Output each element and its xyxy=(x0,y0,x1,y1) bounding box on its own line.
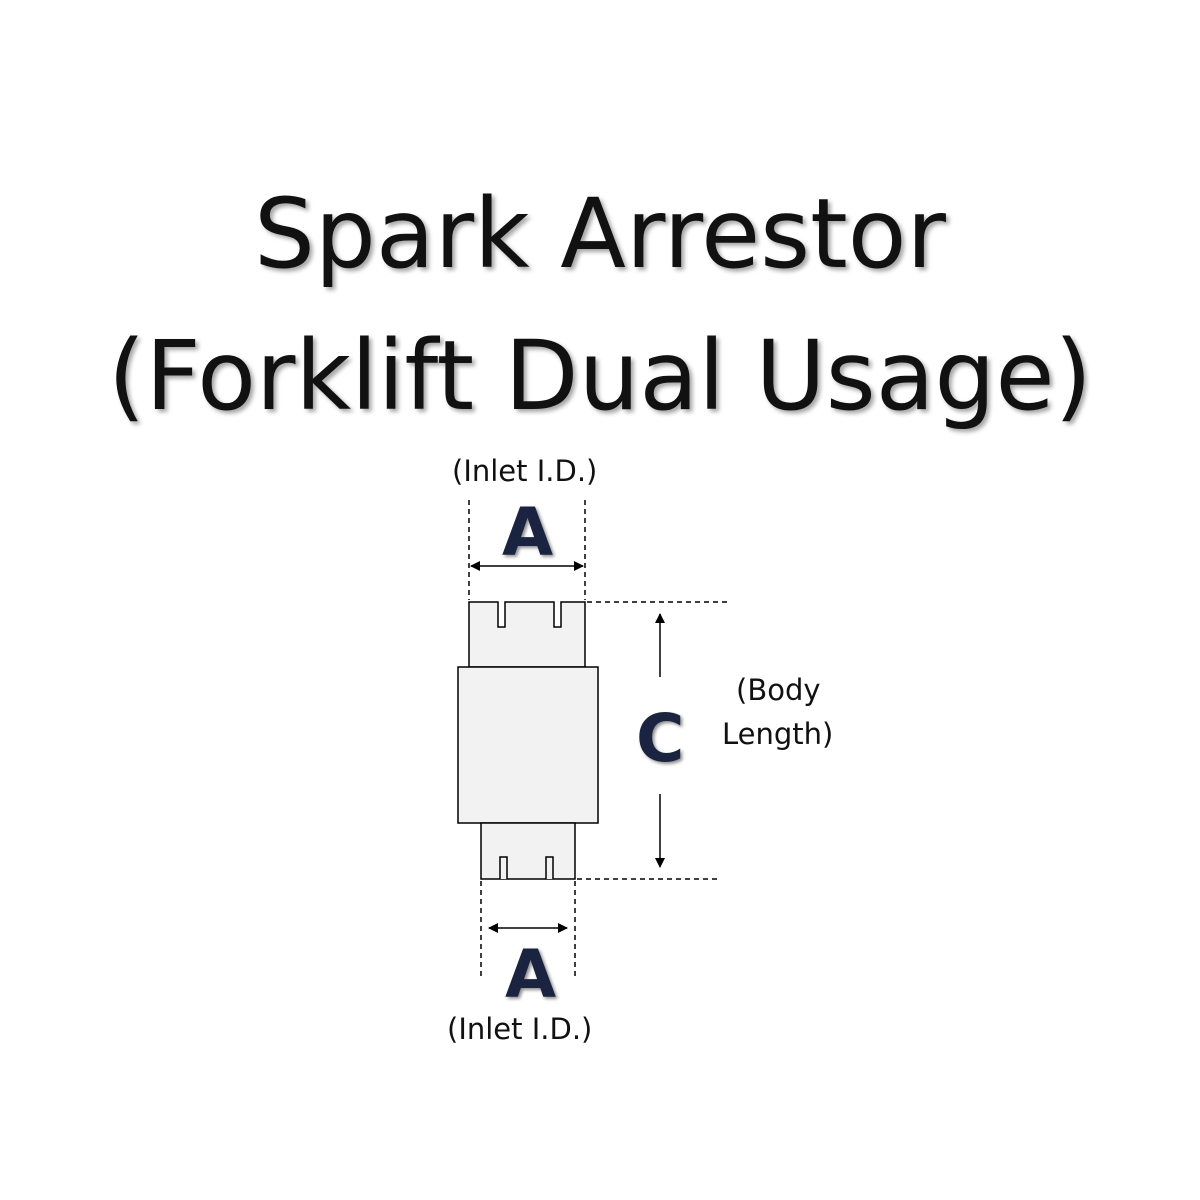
bottom-inlet-caption: (Inlet I.D.) xyxy=(447,1012,593,1046)
bottom-notch-left xyxy=(499,856,508,879)
title-line-1: Spark Arrestor xyxy=(253,178,946,290)
bottom-outlet-pipe xyxy=(480,822,576,880)
body-length-caption-line-1: (Body xyxy=(736,673,821,707)
body-length-caption-line-2: Length) xyxy=(722,717,834,751)
title-line-2: (Forklift Dual Usage) xyxy=(108,320,1092,432)
body-length-letter: C xyxy=(636,700,685,777)
bottom-notch-right xyxy=(545,856,554,879)
bottom-inlet-letter: A xyxy=(505,936,557,1013)
top-inlet-letter: A xyxy=(502,494,554,571)
main-body xyxy=(457,666,599,824)
top-inlet-caption: (Inlet I.D.) xyxy=(452,454,598,488)
top-inlet-pipe xyxy=(468,601,586,668)
